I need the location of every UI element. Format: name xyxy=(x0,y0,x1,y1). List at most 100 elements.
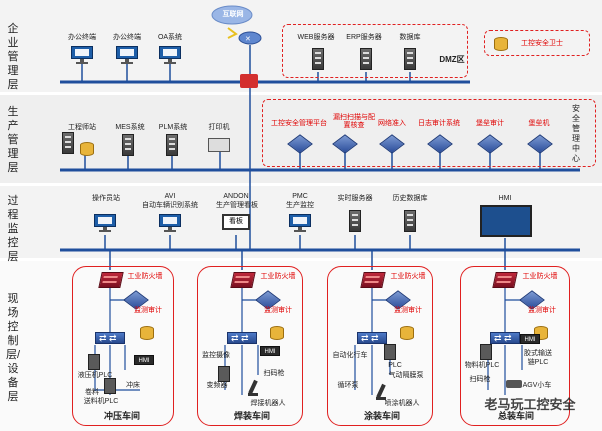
hmi-2-icon: HMI xyxy=(260,346,280,356)
industrial-firewall-3-icon xyxy=(360,272,386,288)
material-plc-label: 物料机PLC xyxy=(464,362,500,369)
punch-label: 冲床 xyxy=(126,382,140,389)
history-db-icon xyxy=(404,210,416,232)
field-band xyxy=(0,261,602,431)
andon-board-text: 看板 xyxy=(229,218,243,225)
workshop-2-name: 焊装车间 xyxy=(233,411,270,421)
paint-plc-label: PLC xyxy=(388,362,402,369)
industrial-firewall-1-icon xyxy=(98,272,124,288)
network-access-label: 网络准入 xyxy=(378,120,406,127)
security-platform-label: 工控安全管理平台 xyxy=(271,120,327,127)
operator-station-icon xyxy=(94,214,116,232)
database-label: 数据库 xyxy=(399,34,421,41)
firewall-4-label: 工业防火墙 xyxy=(522,273,558,280)
feeder-plc-icon xyxy=(104,378,116,394)
hydraulic-plc-icon xyxy=(88,354,100,370)
firewall-1-label: 工业防火墙 xyxy=(127,273,163,280)
guard-3-icon xyxy=(400,326,414,340)
conveyor-plc-label-2: 链PLC xyxy=(527,359,549,366)
guard-2-icon xyxy=(270,326,284,340)
workshop-welding xyxy=(197,266,303,426)
operator-station-label: 操作员站 xyxy=(92,195,120,202)
monitor-audit-3-label: 监测审计 xyxy=(394,307,422,314)
conveyor-label: 循环泵 xyxy=(337,382,359,389)
sensor-label: 监控摄像 xyxy=(202,352,230,359)
firewall-icon xyxy=(240,74,258,88)
printer-icon xyxy=(208,138,230,152)
web-server-label: WEB服务器 xyxy=(297,34,335,41)
material-plc-icon xyxy=(480,344,492,360)
web-server-icon xyxy=(312,48,324,70)
monitor-audit-4-label: 监测审计 xyxy=(528,307,556,314)
feeder-label-1: 卷料 xyxy=(85,389,99,396)
ics-guard-label: 工控安全卫士 xyxy=(521,40,563,47)
log-audit-label: 日志审计系统 xyxy=(418,120,460,127)
security-center-box xyxy=(262,99,596,167)
crane-label: 自动化行车 xyxy=(332,352,368,359)
scanner-4-label: 扫码枪 xyxy=(469,376,491,383)
workshop-4-name: 总装车间 xyxy=(497,411,534,421)
inverter-icon xyxy=(218,366,230,382)
engineer-db-icon xyxy=(80,142,94,156)
avi-label-1: AVI xyxy=(164,193,176,200)
pmc-icon xyxy=(289,214,311,232)
monitor-audit-1-label: 监测审计 xyxy=(134,307,162,314)
pmc-label-2: 生产监控 xyxy=(286,202,314,209)
layer-label-production: 生产管理层 xyxy=(7,106,19,174)
andon-label-1: ANDON xyxy=(223,193,249,200)
switch-4-icon xyxy=(490,332,520,344)
firewall-3-label: 工业防火墙 xyxy=(390,273,426,280)
office-terminal-2-label: 办公终端 xyxy=(113,34,141,41)
realtime-server-label: 实时服务器 xyxy=(337,195,373,202)
hmi-4-icon: HMI xyxy=(520,334,540,344)
plm-server-icon xyxy=(166,134,178,156)
layer-label-enterprise: 企业管理层 xyxy=(7,23,19,91)
bastion-host-label: 堡垒机 xyxy=(528,120,550,127)
office-terminal-1-label: 办公终端 xyxy=(68,34,96,41)
monitor-audit-2-label: 监测审计 xyxy=(264,307,292,314)
agv-label: AGV小车 xyxy=(522,382,552,389)
conveyor-plc-label-1: 胶式输送 xyxy=(524,350,552,357)
oa-system-icon xyxy=(159,46,181,64)
realtime-server-icon xyxy=(349,210,361,232)
switch-1-icon xyxy=(95,332,125,344)
hydraulic-plc-label: 液压机PLC xyxy=(77,372,113,379)
guard-1-icon xyxy=(140,326,154,340)
history-db-label: 历史数据库 xyxy=(392,195,428,202)
feeder-label-2: 送料机PLC xyxy=(83,398,119,405)
vuln-scan-label: 漏扫扫描与配置核查 xyxy=(333,114,375,129)
switch-3-icon xyxy=(357,332,387,344)
industrial-firewall-2-icon xyxy=(230,272,256,288)
hmi-1-icon: HMI xyxy=(134,355,154,365)
spray-robot-label: 喷涂机器人 xyxy=(384,400,420,407)
inverter-label: 变频器 xyxy=(206,382,228,389)
plm-label: PLM系统 xyxy=(158,124,188,131)
svg-text:✕: ✕ xyxy=(245,36,251,43)
office-terminal-1-icon xyxy=(71,46,93,64)
pmc-label-1: PMC xyxy=(292,193,308,200)
firewall-2-label: 工业防火墙 xyxy=(260,273,296,280)
mes-label: MES系统 xyxy=(115,124,145,131)
hmi-label: HMI xyxy=(498,195,512,202)
weld-robot-icon xyxy=(246,380,260,396)
workshop-3-name: 涂装车间 xyxy=(363,411,400,421)
workshop-painting xyxy=(327,266,433,426)
workshop-stamping xyxy=(72,266,174,426)
workshop-1-name: 冲压车间 xyxy=(103,411,140,421)
paint-plc-icon xyxy=(384,344,396,360)
hmi-screen-icon xyxy=(480,205,532,237)
engineer-station-label: 工程师站 xyxy=(68,124,96,131)
industrial-firewall-4-icon xyxy=(492,272,518,288)
weld-robot-label: 焊接机器人 xyxy=(250,400,286,407)
layer-label-process: 过程监控层 xyxy=(7,195,19,263)
office-terminal-2-icon xyxy=(116,46,138,64)
spray-robot-icon xyxy=(374,384,388,400)
agv-icon xyxy=(506,380,522,388)
scanner-2-label: 扫码枪 xyxy=(263,370,285,377)
mes-server-icon xyxy=(122,134,134,156)
dmz-zone xyxy=(282,24,468,78)
erp-server-label: ERP服务器 xyxy=(346,34,382,41)
ics-guard-box xyxy=(484,30,590,56)
